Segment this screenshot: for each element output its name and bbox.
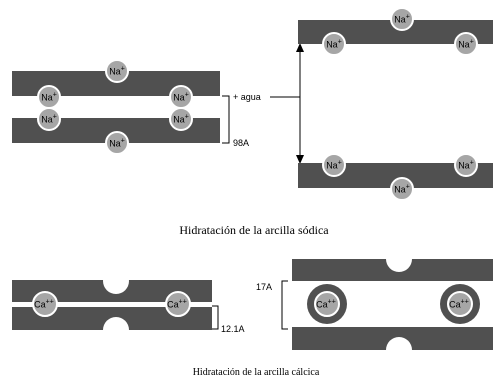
svg-text:Na+: Na+ — [109, 138, 125, 149]
sodium-ion: Na+ — [390, 7, 414, 31]
svg-text:Na+: Na+ — [326, 39, 342, 50]
calcium-ion: Ca++ — [32, 291, 58, 317]
svg-text:Na+: Na+ — [394, 184, 410, 195]
sodium-ion: Na+ — [37, 107, 61, 131]
sodium-ion: Na+ — [105, 59, 129, 83]
calcium-ion: Ca++ — [440, 284, 480, 324]
calcium-clay-hydrated-stack: Ca++ Ca++ — [292, 246, 493, 363]
sodium-spacing-bracket: 98A — [222, 95, 249, 148]
calcium-dry-spacing-bracket: 12.1A — [212, 305, 245, 334]
svg-text:Na+: Na+ — [41, 92, 57, 103]
svg-text:Na+: Na+ — [394, 14, 410, 25]
sodium-ion: Na+ — [454, 32, 478, 56]
svg-text:Ca++: Ca++ — [449, 299, 469, 310]
svg-text:Ca++: Ca++ — [34, 299, 54, 310]
sodium-caption: Hidratación de la arcilla sódica — [179, 223, 329, 237]
calcium-dry-spacing-label: 12.1A — [221, 324, 245, 334]
sodium-ion: Na+ — [322, 32, 346, 56]
calcium-ion: Ca++ — [165, 291, 191, 317]
sodium-clay-dry-stack: Na+ Na+ Na+ Na+ Na+ Na+ — [12, 59, 220, 155]
svg-text:Na+: Na+ — [41, 114, 57, 125]
calcium-clay-dry-stack: Ca++ Ca++ — [12, 268, 212, 343]
svg-text:Na+: Na+ — [458, 39, 474, 50]
sodium-ion: Na+ — [37, 85, 61, 109]
sodium-ion: Na+ — [169, 107, 193, 131]
sodium-ion: Na+ — [454, 153, 478, 177]
clay-layer — [292, 327, 493, 350]
sodium-ion: Na+ — [105, 131, 129, 155]
svg-text:Ca++: Ca++ — [316, 299, 336, 310]
svg-text:Na+: Na+ — [173, 114, 189, 125]
svg-text:Ca++: Ca++ — [167, 299, 187, 310]
svg-text:Na+: Na+ — [458, 160, 474, 171]
svg-text:Na+: Na+ — [326, 160, 342, 171]
sodium-ion: Na+ — [390, 177, 414, 201]
sodium-spacing-label: 98A — [233, 138, 249, 148]
sodium-ion: Na+ — [322, 153, 346, 177]
calcium-caption: Hidratación de la arcilla cálcica — [193, 367, 320, 378]
sodium-clay-hydrated-stack: Na+ Na+ Na+ Na+ Na+ Na+ — [298, 7, 493, 201]
calcium-wet-spacing-bracket: 17A — [256, 280, 288, 330]
calcium-wet-spacing-label: 17A — [256, 282, 272, 292]
calcium-ion: Ca++ — [307, 284, 347, 324]
water-addition-arrow: + agua — [233, 43, 304, 164]
sodium-ion: Na+ — [169, 85, 193, 109]
svg-text:Na+: Na+ — [109, 66, 125, 77]
svg-text:Na+: Na+ — [173, 92, 189, 103]
water-label: + agua — [233, 92, 261, 102]
